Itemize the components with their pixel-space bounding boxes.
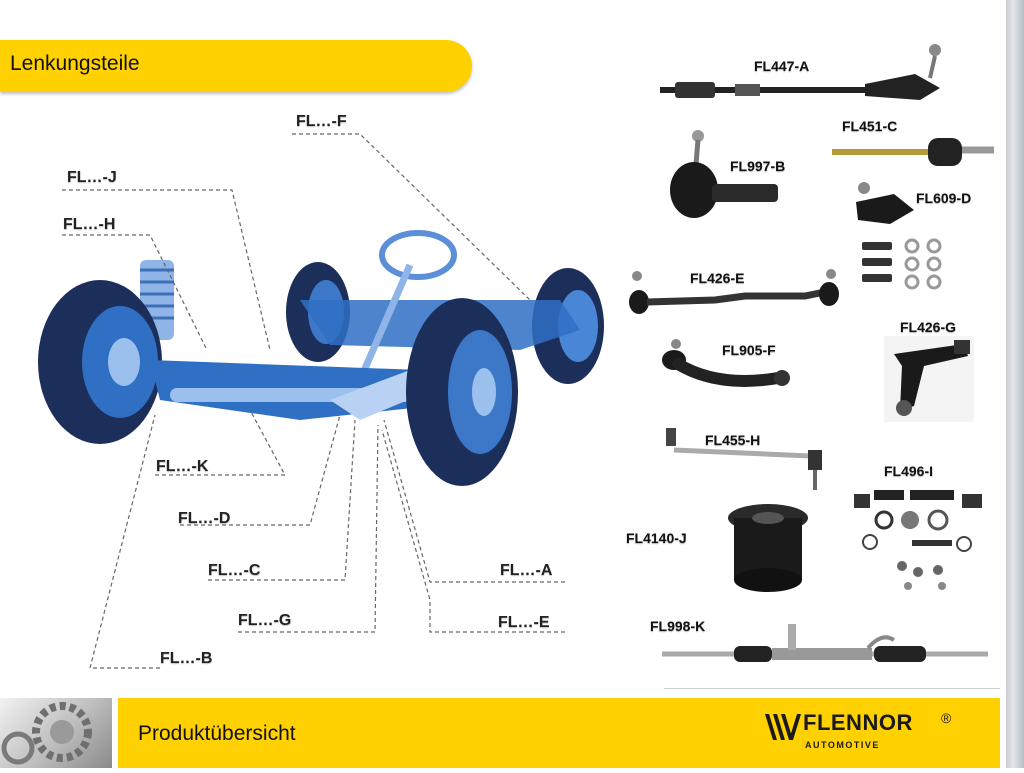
- callout-fl-g: FL…-G: [238, 612, 292, 629]
- callout-fl-e: FL…-E: [498, 614, 550, 631]
- label-fl997b: FL997-B: [730, 158, 786, 174]
- part-fl609d-image: [856, 182, 914, 224]
- label-fl496i: FL496-I: [884, 463, 934, 479]
- label-fl426e: FL426-E: [690, 270, 745, 286]
- front-wheel-right: [406, 298, 518, 486]
- registered-mark: ®: [941, 710, 952, 726]
- part-fl609d-hardware: [862, 238, 942, 290]
- part-fl451c-image: [832, 138, 994, 166]
- label-fl451c: FL451-C: [842, 118, 898, 134]
- label-fl4140j: FL4140-J: [626, 530, 687, 546]
- callout-fl-b: FL…-B: [160, 650, 213, 667]
- part-fl997b-image: [670, 130, 778, 218]
- part-fl998k-image: [662, 624, 988, 662]
- callout-fl-k: FL…-K: [156, 458, 209, 475]
- callout-fl-a: FL…-A: [500, 562, 553, 579]
- chassis-diagram: [38, 133, 604, 669]
- label-fl426g: FL426-G: [900, 319, 957, 335]
- label-fl609d: FL609-D: [916, 190, 972, 206]
- part-fl905f-image: [662, 339, 790, 387]
- title-banner: Lenkungsteile: [0, 40, 472, 92]
- part-fl4140j-image: [728, 504, 808, 592]
- callout-fl-h: FL…-H: [63, 216, 116, 233]
- footer-title: Produktübersicht: [138, 722, 296, 745]
- brand-name: FLENNOR: [803, 710, 913, 735]
- part-fl496i-image: [854, 490, 982, 590]
- footer-parts-photo: [0, 698, 112, 768]
- callout-fl-c: FL…-C: [208, 562, 261, 579]
- label-fl998k: FL998-K: [650, 618, 706, 634]
- divider-line: [664, 688, 1000, 689]
- page-title: Lenkungsteile: [10, 52, 140, 75]
- brand-logo: FLENNOR ® AUTOMOTIVE: [763, 710, 963, 758]
- footer-bar: Produktübersicht FLENNOR ® AUTOMOTIVE: [118, 698, 1000, 768]
- part-fl447a-image: [660, 44, 941, 100]
- label-fl905f: FL905-F: [722, 342, 776, 358]
- right-edge-strip: [1006, 0, 1024, 768]
- callout-leaders: [62, 133, 565, 669]
- callout-fl-d: FL…-D: [178, 510, 231, 527]
- front-wheel-left: [38, 280, 162, 444]
- gear-icon: [1, 702, 92, 765]
- flennor-logo-icon: [765, 714, 801, 740]
- brand-subtitle: AUTOMOTIVE: [805, 740, 880, 750]
- footer: Produktübersicht FLENNOR ® AUTOMOTIVE: [0, 698, 1000, 768]
- label-fl455h: FL455-H: [705, 432, 761, 448]
- part-fl455h-image: [666, 428, 822, 490]
- steering-wheel: [356, 230, 457, 382]
- callout-fl-f: FL…-F: [296, 113, 347, 130]
- control-arm: [330, 370, 420, 420]
- part-fl426e-image: [629, 269, 839, 314]
- callout-fl-j: FL…-J: [67, 169, 117, 186]
- part-fl426g-image: [884, 336, 974, 422]
- label-fl447a: FL447-A: [754, 58, 810, 74]
